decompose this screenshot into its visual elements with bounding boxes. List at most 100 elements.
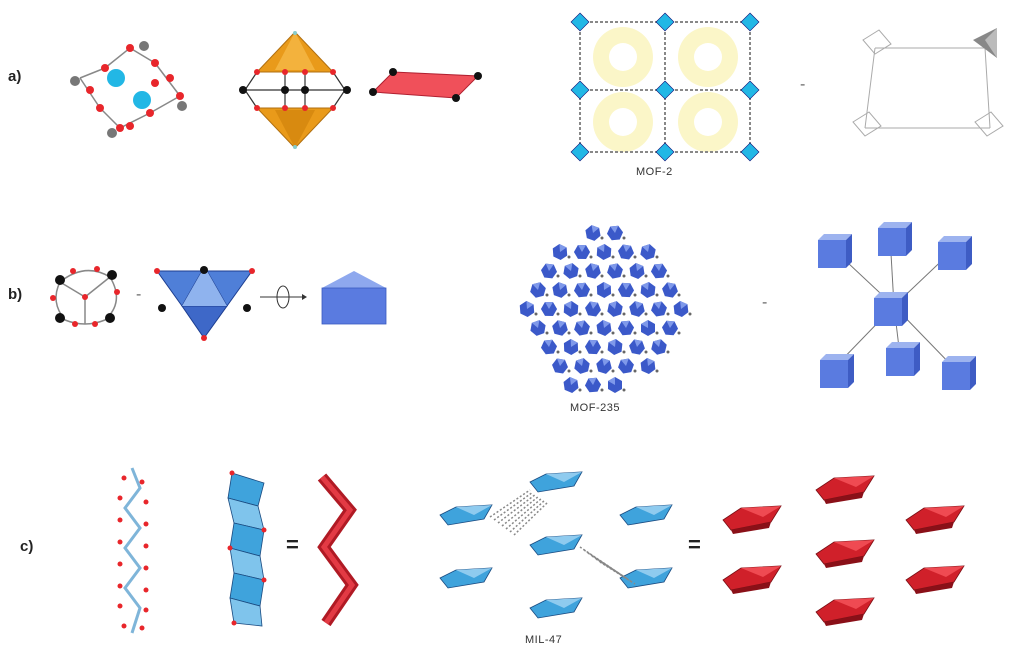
mil47-octahedral-rod [619, 504, 673, 526]
mof235-sbu [549, 279, 571, 301]
panel-label-c: c) [20, 538, 34, 555]
red-rod [815, 539, 875, 568]
mof235-sbu [562, 261, 580, 281]
topology-cube [886, 342, 920, 376]
mof235-sbu [560, 374, 582, 396]
mof235-sbu [605, 261, 625, 281]
linker-atom [600, 274, 604, 278]
linker-atom [622, 350, 626, 354]
linker-atom [633, 293, 637, 297]
mof235-sbu [659, 279, 681, 301]
linker-atom [622, 388, 626, 392]
linker-atom [556, 274, 560, 278]
mof235-sbu [539, 336, 559, 358]
mof235-sbu [616, 317, 636, 339]
mof235-sbu [560, 336, 582, 358]
linker-atom [633, 369, 637, 373]
trimer-ball-stick [50, 266, 120, 327]
linker-atom [622, 236, 626, 240]
linker-atom [677, 293, 681, 297]
mof235-sbu [641, 320, 655, 336]
mof235-sbu [626, 336, 648, 358]
topology-cube [878, 222, 912, 256]
mil47-octahedral-rod [529, 534, 583, 556]
mof235-sbu [549, 317, 571, 339]
mof235-sbu [549, 241, 571, 263]
topology-cube [938, 236, 972, 270]
blue-trigonal-prism [321, 271, 387, 325]
linker-atom [589, 255, 593, 259]
paddlewheel-ball-stick [70, 41, 187, 138]
mof235-sbu [640, 281, 656, 299]
operator-equals-c1: = [286, 532, 299, 557]
red-rod [722, 505, 782, 534]
mof235-sbu [608, 377, 622, 393]
linker-atom [567, 369, 571, 373]
orange-octahedra-unit [239, 31, 351, 149]
mof235-sbu [615, 241, 637, 263]
mof235-sbu [650, 337, 668, 357]
operator-dash-b2: - [762, 294, 768, 311]
mil47-topology-rods [722, 475, 965, 626]
mof235-sbu [582, 336, 604, 358]
mil47-framework [439, 471, 673, 619]
mof235-sbu [572, 279, 592, 301]
mof235-sbu [593, 355, 615, 377]
mil47-octahedral-rod [439, 567, 493, 589]
panel-label-a: a) [8, 68, 22, 85]
linker-atom [611, 255, 615, 259]
mof2-topology-net [852, 28, 1004, 137]
mil47-octahedral-rod [619, 567, 673, 589]
red-rod [815, 475, 875, 504]
linker-atom [655, 369, 659, 373]
mil47-octahedral-rod [529, 471, 583, 493]
linker-atom [589, 369, 593, 373]
caption-mof-2: MOF-2 [636, 166, 673, 178]
mof235-sbu [637, 355, 659, 377]
linker-atom [677, 331, 681, 335]
mof235-sbu [563, 300, 579, 318]
caption-mil-47: MIL-47 [525, 634, 563, 646]
linker-atom [644, 350, 648, 354]
linker-bond [599, 561, 636, 585]
mof235-sbu [582, 222, 604, 244]
caption-mof-235: MOF-235 [570, 402, 620, 414]
linker-atom [567, 293, 571, 297]
mof235-sbu [583, 374, 603, 396]
operator-dash-b1: - [136, 286, 142, 303]
linker-atom [622, 312, 626, 316]
linker-atom [556, 350, 560, 354]
linker-atom [655, 331, 659, 335]
linker-atom [655, 293, 659, 297]
mof235-sbu [529, 318, 547, 338]
mof235-sbu [538, 298, 560, 320]
mof235-sbu [626, 260, 648, 282]
linker-atom [666, 350, 670, 354]
linker-atom [567, 331, 571, 335]
mof235-sbu [607, 338, 623, 356]
red-rod [905, 505, 965, 534]
topology-cube [820, 354, 854, 388]
chain-ball-stick [117, 467, 149, 634]
mof235-sbu [549, 355, 571, 377]
mof235-sbu [615, 279, 637, 301]
linker-atom [644, 274, 648, 278]
mof235-sbu [573, 356, 591, 376]
mof235-sbu [582, 260, 604, 282]
linker-bond [493, 491, 534, 521]
red-rod [722, 565, 782, 594]
linker-atom [611, 369, 615, 373]
mof235-sbu [649, 299, 669, 319]
linker-bond [489, 489, 531, 518]
linker-atom [622, 274, 626, 278]
linker-atom [633, 255, 637, 259]
linker-atom [578, 350, 582, 354]
mil47-octahedral-rod [439, 504, 493, 526]
linker-atom [611, 293, 615, 297]
topology-cube [942, 356, 976, 390]
mof235-framework [516, 222, 692, 396]
mof235-sbu [572, 318, 592, 338]
mof235-sbu [606, 299, 624, 319]
mof235-sbu [538, 260, 560, 282]
mof235-sbu [582, 298, 604, 320]
